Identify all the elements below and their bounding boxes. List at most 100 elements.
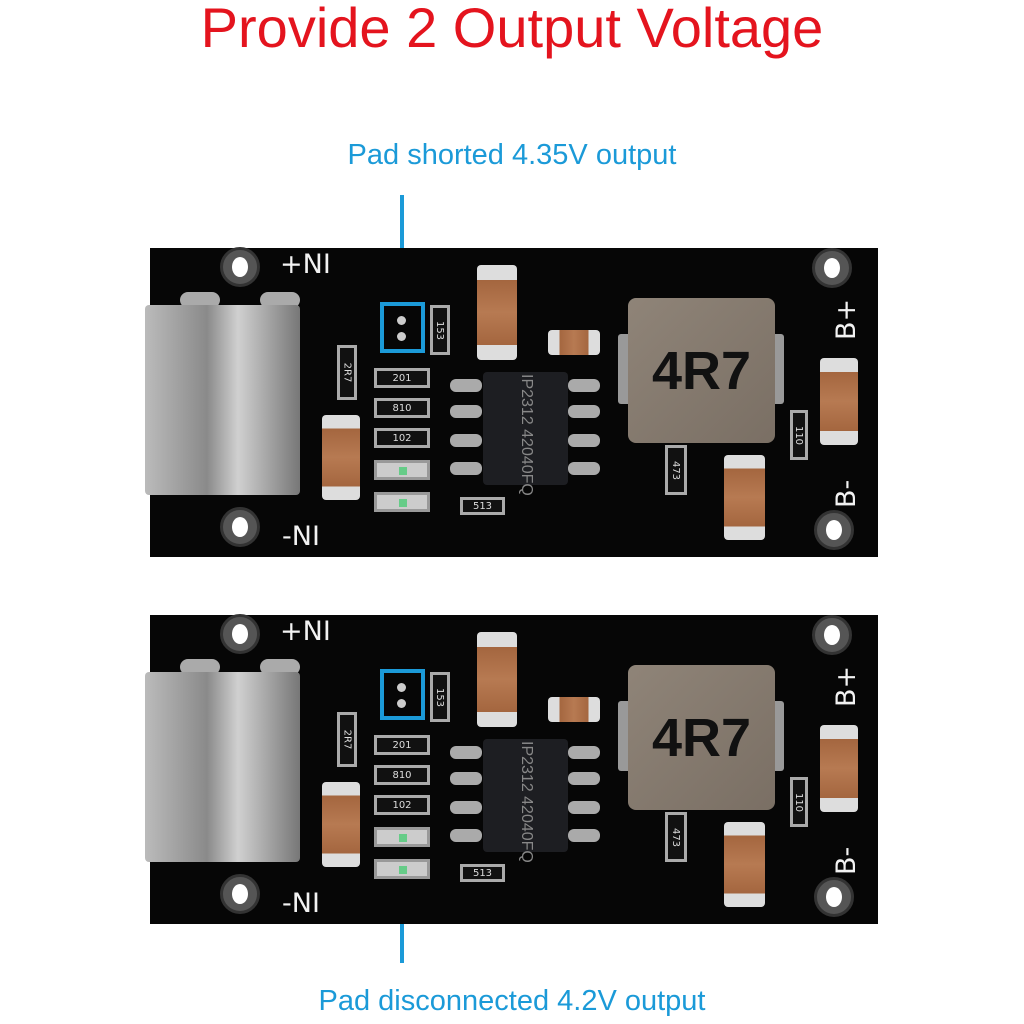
resistor-marking: 2R7: [341, 362, 353, 383]
capacitor: [322, 782, 360, 867]
resistor: 473: [665, 445, 687, 495]
ic-pin: [450, 405, 482, 418]
label-plus-in: +NI: [280, 249, 331, 280]
voltage-select-pad-highlight: [380, 669, 425, 720]
resistor: 110: [790, 777, 808, 827]
usb-c-connector: [145, 305, 300, 495]
battery-minus-hole: [814, 877, 854, 917]
page-title: Provide 2 Output Voltage: [200, 0, 824, 59]
resistor: 201: [374, 368, 430, 388]
label-minus-in: -NI: [282, 521, 320, 552]
resistor-marking: 102: [392, 799, 412, 811]
usb-tab: [180, 292, 220, 308]
label-battery-plus: B+: [831, 665, 862, 707]
resistor-marking: 153: [434, 320, 446, 340]
resistor-marking: 810: [392, 402, 412, 414]
battery-plus-hole: [812, 615, 852, 655]
label-battery-minus: B-: [831, 479, 862, 508]
ic-pin: [568, 462, 600, 475]
resistor: 201: [374, 735, 430, 755]
ic-pin: [568, 829, 600, 842]
annotation-pad-shorted: Pad shorted 4.35V output: [347, 139, 677, 171]
resistor-marking: 2R7: [341, 729, 353, 750]
resistor-marking: 810: [392, 769, 412, 781]
ic-pin: [450, 772, 482, 785]
resistor: 810: [374, 765, 430, 785]
resistor-marking: 201: [392, 739, 412, 751]
usb-tab: [260, 292, 300, 308]
usb-tab: [260, 659, 300, 675]
resistor-marking: 102: [392, 432, 412, 444]
charger-board-pad-shorted: +NI -NI B+ B- 153 2R7 201 810 102 513 47…: [145, 247, 878, 557]
led: [374, 460, 430, 480]
ic-pin: [450, 829, 482, 842]
ic-pin: [568, 772, 600, 785]
charger-ic: IP2312 42040FQ: [483, 739, 568, 863]
ic-pin: [450, 462, 482, 475]
input-minus-hole: [220, 507, 260, 547]
resistor: 473: [665, 812, 687, 862]
battery-plus-hole: [812, 248, 852, 288]
capacitor: [820, 725, 858, 812]
led: [374, 827, 430, 847]
ic-pin: [568, 801, 600, 814]
battery-minus-hole: [814, 510, 854, 550]
label-minus-in: -NI: [282, 888, 320, 919]
usb-c-connector: [145, 672, 300, 862]
inductor-marking: 4R7: [651, 340, 752, 401]
capacitor: [724, 822, 765, 907]
resistor: 102: [374, 795, 430, 815]
solder-pad: [397, 683, 406, 692]
resistor: 513: [460, 864, 505, 882]
solder-pad: [397, 316, 406, 325]
ic-marking: IP2312 42040FQ: [517, 373, 535, 496]
resistor: 153: [430, 305, 450, 355]
resistor-marking: 513: [472, 867, 493, 879]
ic-pin: [450, 801, 482, 814]
resistor: 2R7: [337, 345, 357, 400]
annotation-pad-disconnected: Pad disconnected 4.2V output: [318, 985, 706, 1017]
resistor-marking: 473: [670, 460, 682, 480]
ic-pin: [568, 379, 600, 392]
led: [374, 492, 430, 512]
solder-pad: [397, 332, 406, 341]
inductor-marking: 4R7: [651, 707, 752, 768]
capacitor: [548, 697, 600, 722]
usb-tab: [180, 659, 220, 675]
resistor-marking: 473: [670, 827, 682, 847]
resistor: 513: [460, 497, 505, 515]
resistor: 110: [790, 410, 808, 460]
charger-ic: IP2312 42040FQ: [483, 372, 568, 496]
ic-pin: [450, 379, 482, 392]
capacitor: [548, 330, 600, 355]
inductor: 4R7: [628, 665, 775, 810]
inductor: 4R7: [628, 298, 775, 443]
capacitor: [477, 265, 517, 360]
charger-board-pad-disconnected: +NI -NI B+ B- 153 2R7 201 810 102 513 47…: [145, 614, 878, 924]
ic-pin: [450, 434, 482, 447]
input-plus-hole: [220, 247, 260, 287]
solder-pad: [397, 699, 406, 708]
ic-marking: IP2312 42040FQ: [517, 740, 535, 863]
label-battery-plus: B+: [831, 298, 862, 340]
resistor-marking: 110: [793, 425, 805, 445]
led: [374, 859, 430, 879]
resistor: 810: [374, 398, 430, 418]
input-minus-hole: [220, 874, 260, 914]
resistor-marking: 153: [434, 687, 446, 707]
capacitor: [820, 358, 858, 445]
label-battery-minus: B-: [831, 846, 862, 875]
ic-pin: [568, 746, 600, 759]
ic-pin: [568, 405, 600, 418]
ic-pin: [568, 434, 600, 447]
label-plus-in: +NI: [280, 616, 331, 647]
voltage-select-pad-highlight: [380, 302, 425, 353]
resistor-marking: 110: [793, 792, 805, 812]
resistor-marking: 201: [392, 372, 412, 384]
resistor: 2R7: [337, 712, 357, 767]
resistor: 153: [430, 672, 450, 722]
resistor-marking: 513: [472, 500, 493, 512]
capacitor: [477, 632, 517, 727]
capacitor: [724, 455, 765, 540]
ic-pin: [450, 746, 482, 759]
